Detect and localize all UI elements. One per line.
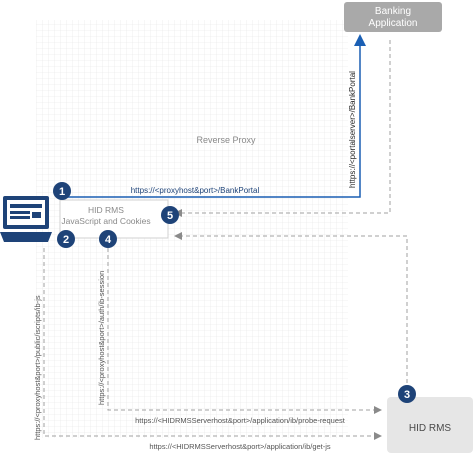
- banking-application-box[interactable]: [344, 2, 442, 32]
- auth-session-label: https://<proxyhost&port>/auth/ib-session: [97, 271, 106, 405]
- hid-rms-label: HID RMS: [409, 423, 452, 434]
- step-2-badge: 2: [57, 230, 75, 248]
- auth-session-connector: [107, 248, 382, 414]
- step-1-badge: 1: [53, 182, 71, 200]
- step-4-badge: 4: [99, 230, 117, 248]
- svg-text:5: 5: [167, 210, 173, 222]
- hid-js-cookies-box[interactable]: [59, 199, 169, 239]
- public-scripts-label: https://<proxyhost&port>/public/iscripts…: [33, 295, 42, 440]
- bank-portal-proxy-label: https://<proxyhost&port>/BankPortal: [131, 186, 260, 195]
- response-return-connector: [174, 40, 391, 217]
- banking-application-line2: Application: [369, 18, 418, 29]
- hid-js-line2: JavaScript and Cookies: [61, 216, 150, 226]
- svg-text:3: 3: [404, 389, 410, 401]
- bank-portal-connector: [60, 34, 366, 198]
- probe-request-label: https://<HIDRMSServerhost&port>/applicat…: [135, 416, 346, 425]
- hid-rms-return-connector: [174, 232, 408, 383]
- get-js-label: https://<HIDRMSServerhost&port>/applicat…: [149, 442, 331, 451]
- svg-text:1: 1: [59, 186, 65, 198]
- banking-application-line1: Banking: [375, 6, 411, 17]
- reverse-proxy-label: Reverse Proxy: [196, 135, 256, 145]
- step-3-badge: 3: [398, 385, 416, 403]
- laptop-icon[interactable]: [0, 196, 52, 242]
- svg-text:4: 4: [105, 234, 112, 246]
- hid-js-line1: HID RMS: [88, 205, 124, 215]
- bank-portal-server-label: https://<portalserver>/BankPortal: [348, 71, 357, 188]
- svg-text:2: 2: [63, 234, 69, 246]
- hid-rms-box[interactable]: [387, 397, 473, 453]
- step-5-badge: 5: [161, 206, 179, 224]
